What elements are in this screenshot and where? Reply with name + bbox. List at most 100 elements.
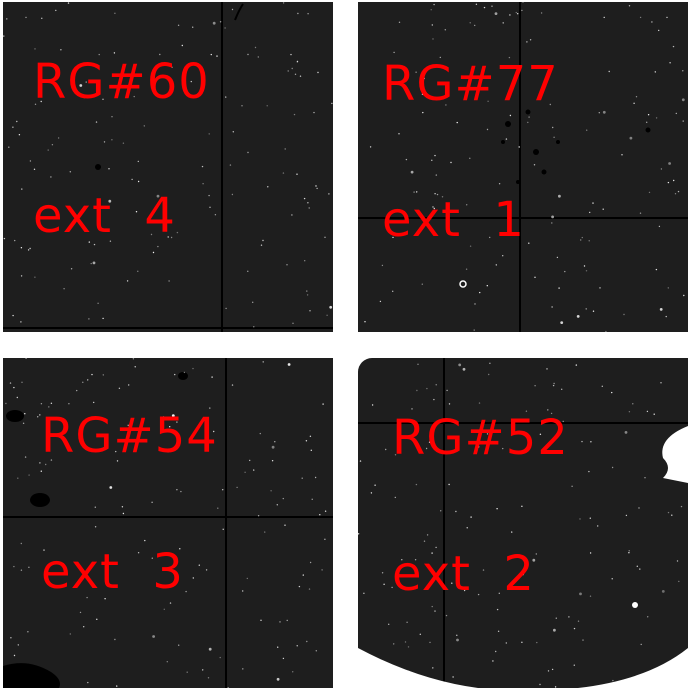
star (478, 446, 480, 448)
star (135, 211, 138, 213)
star (252, 301, 254, 303)
chip-gap-lines (3, 358, 333, 688)
star (104, 598, 106, 600)
star (48, 406, 50, 408)
star (5, 402, 7, 405)
star (624, 431, 628, 434)
star (316, 187, 318, 190)
star (328, 193, 330, 195)
star (307, 202, 309, 204)
star (535, 553, 537, 555)
star (505, 642, 507, 644)
stars (364, 2, 685, 332)
star (219, 21, 222, 23)
star (242, 668, 244, 670)
star (602, 208, 604, 210)
star (635, 96, 638, 98)
star (404, 641, 407, 643)
star (456, 634, 458, 636)
star (241, 105, 243, 107)
star (305, 440, 308, 442)
star (43, 549, 45, 551)
star (94, 526, 97, 528)
star (20, 569, 23, 571)
star (646, 410, 649, 413)
star (640, 643, 642, 646)
star (277, 646, 279, 648)
star (561, 388, 563, 390)
star (432, 206, 434, 208)
star (611, 466, 614, 469)
star (180, 490, 182, 493)
star (392, 290, 394, 292)
extension-label: ext 1 (382, 192, 525, 248)
star (456, 121, 458, 124)
star (167, 236, 169, 238)
star (225, 96, 227, 98)
detector-panel-rg54: RG#54 ext 3 (3, 358, 333, 688)
star (434, 610, 436, 612)
star (331, 102, 333, 105)
star (231, 8, 234, 11)
star (602, 110, 606, 114)
star (423, 77, 425, 80)
star (434, 154, 436, 157)
star (534, 385, 536, 387)
star (18, 134, 21, 136)
star (286, 619, 288, 622)
star (579, 592, 582, 596)
star (441, 196, 444, 198)
star (473, 329, 475, 331)
star (621, 154, 623, 156)
star (511, 531, 513, 533)
star (364, 321, 366, 323)
star (599, 287, 601, 289)
star (518, 146, 520, 148)
star (678, 432, 680, 434)
star (539, 433, 542, 435)
star (205, 569, 208, 571)
star (433, 3, 435, 6)
star (296, 60, 299, 63)
star (666, 16, 668, 19)
star (489, 236, 491, 239)
star (17, 644, 19, 646)
star (311, 498, 313, 500)
detector-panel-rg52: RG#52 ext 2 (358, 358, 688, 688)
star (88, 318, 90, 320)
star (425, 447, 428, 450)
star (444, 29, 446, 31)
star (359, 460, 362, 462)
star (168, 280, 170, 282)
star (522, 573, 524, 576)
star (82, 381, 84, 383)
star (525, 410, 528, 412)
extension-label: ext 2 (392, 546, 535, 602)
star (128, 384, 130, 386)
star (416, 191, 418, 193)
star (217, 507, 219, 509)
star (247, 151, 249, 154)
star (433, 207, 435, 210)
star (260, 619, 262, 621)
star (20, 321, 22, 323)
star (639, 568, 641, 570)
star (659, 308, 663, 311)
star (163, 608, 165, 610)
star (474, 303, 476, 305)
star (628, 5, 631, 7)
star (86, 596, 88, 599)
star (169, 426, 171, 428)
star (150, 233, 153, 236)
star (406, 621, 408, 623)
star (28, 474, 30, 476)
star (422, 111, 424, 114)
star (597, 525, 599, 527)
star (672, 45, 675, 48)
star (398, 133, 400, 135)
star (639, 16, 642, 19)
star (644, 477, 646, 479)
star (34, 103, 37, 106)
star (33, 168, 36, 170)
star (301, 477, 303, 479)
